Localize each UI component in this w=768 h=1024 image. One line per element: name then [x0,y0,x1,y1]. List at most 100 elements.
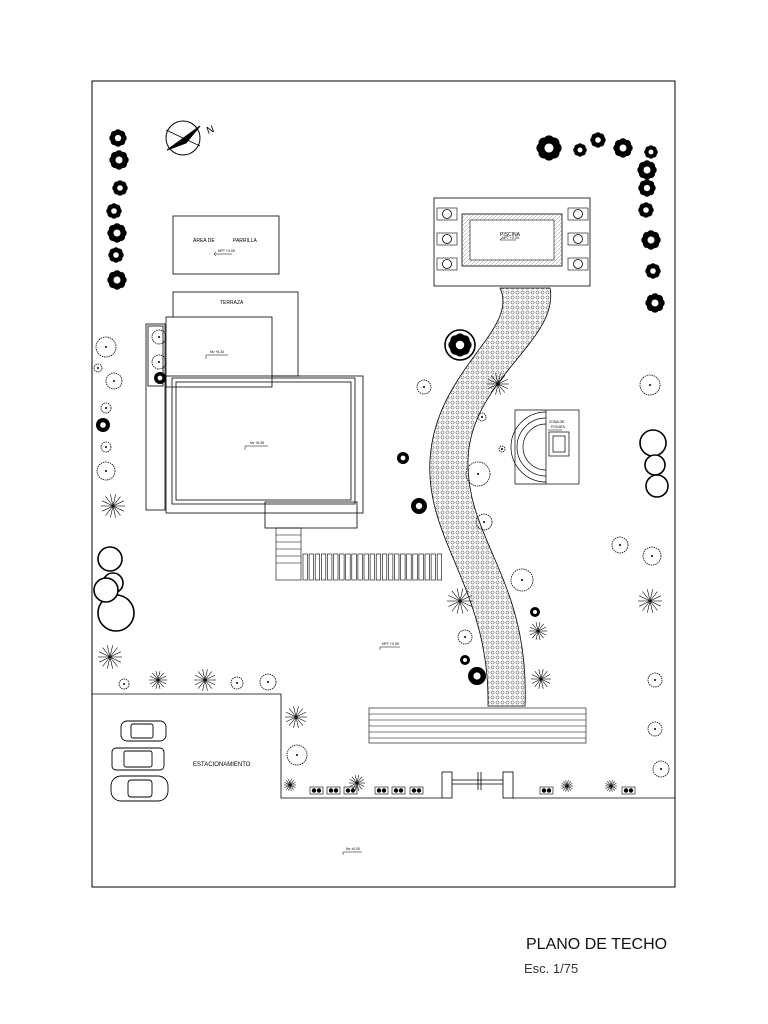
tree-icon [100,402,112,414]
lot-boundary [92,693,675,799]
car-icon [120,720,167,742]
tree-icon [611,536,629,554]
tree-icon [457,629,473,645]
walkway-plank [400,553,406,581]
planter-icon [374,786,389,795]
dark-shrub-icon [460,655,470,665]
garden-level: NPT +0.05 [382,642,399,646]
pool-area [433,197,591,287]
planter-icon [309,786,324,795]
walkway-plank [381,553,388,581]
roof-upper-level: Nv +6.34 [210,350,224,354]
car-icon [111,747,165,771]
tree-icon [498,445,506,453]
shrub-icon [641,230,661,250]
lounger-icon [567,207,589,221]
tree-icon [95,336,117,358]
walkway-plank [345,553,351,581]
lounger-icon [567,257,589,271]
planter-icon [391,786,406,795]
roof-level-marks [205,354,268,450]
walkway-plank [394,553,400,581]
shrub-icon [106,203,122,219]
tree-icon [118,678,130,690]
shrub-icon [448,333,472,357]
front-hedges [309,786,636,795]
shrub-icon [107,223,127,243]
dark-shrub-icon [411,498,427,514]
dark-shrub-icon [468,667,486,685]
north-label: N [205,124,216,137]
north-arrow-icon: N [165,120,216,156]
tree-icon [652,760,670,778]
parked-cars [110,720,169,802]
grill-label-a: ÁREA DE [193,237,215,244]
tree-icon [642,546,662,566]
planter-icon [326,786,341,795]
shrub-icon [644,145,658,159]
tree-icon [100,441,112,453]
walkway-plank [436,553,443,581]
shrub-icon [638,202,654,218]
palm-icon [605,780,617,792]
lounger-icon [567,232,589,246]
palm-icon [194,669,216,691]
tree-icon [416,379,432,395]
walkway-plank [333,553,339,581]
shrub-icon [573,143,587,157]
street-level: Nv ±0.00 [346,847,360,851]
dark-shrub-icon [530,607,540,617]
shrub-icon [637,160,657,180]
walkway-plank [314,553,321,581]
paved-path [429,287,552,707]
palm-icon [529,622,547,640]
shrub-icon [613,138,633,158]
palm-icon [487,373,509,395]
walkway-plank [369,553,375,581]
tree-icon [475,513,493,531]
tree-icon [477,412,487,422]
walkway-plank [430,553,436,581]
tree-icon [647,721,663,737]
parking-label: ESTACIONAMIENTO [193,762,251,768]
dark-shrub-icon [154,372,166,384]
walkway-plank [339,553,345,581]
tree-icon [286,744,308,766]
pool-label: PISCINA [500,232,521,238]
dark-shrub-icon [397,452,409,464]
roof-main-level: Nv +6.05 [250,441,264,445]
shrub-icon [109,129,127,147]
firepit-area [510,409,580,485]
shrub-icon [645,263,661,279]
planter-icon [343,786,358,795]
walkway-plank [308,553,314,581]
pool-loungers [436,207,589,271]
grill-level: NPT +0.05 [218,249,235,253]
car-icon [110,775,169,802]
walkway-plank [351,553,357,581]
tree-icon [230,676,244,690]
drawing-title: PLANO DE TECHO [526,936,668,953]
vegetation [93,129,670,792]
shrub-icon [590,132,606,148]
tree-icon [93,363,103,373]
walkway-plank [418,553,424,581]
grill-label-b: PARRILLA [233,238,257,244]
tree-icon [259,673,277,691]
tree-icon [97,546,123,572]
shrub-icon [536,135,562,161]
palm-icon [531,669,551,689]
tree-icon [151,354,167,370]
dark-shrub-icon [96,418,110,432]
walkway-planks [302,553,443,581]
tree-icon [96,461,116,481]
palm-icon [447,588,473,614]
walkway-plank [320,553,327,581]
tree-icon [510,568,534,592]
walkway-plank [357,553,363,581]
palm-icon [638,589,662,613]
shrub-icon [638,179,656,197]
palm-icon [149,671,167,689]
lounger-icon [436,257,458,271]
walkway-plank [406,553,412,581]
